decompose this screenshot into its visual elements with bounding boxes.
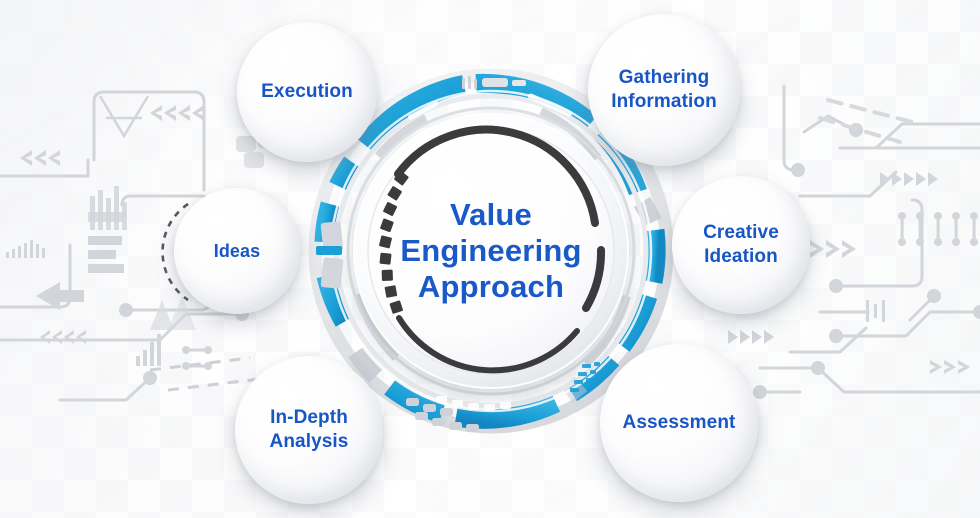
node-bubble-gathering-information[interactable]: Gathering Information [588, 14, 740, 166]
node-label-gathering-information: Gathering Information [611, 67, 717, 112]
node-label-in-depth-analysis: In-Depth Analysis [269, 407, 349, 452]
node-label-ideas: Ideas [213, 240, 261, 261]
node-label-execution: Execution [261, 81, 353, 103]
node-bubble-assessment[interactable]: Assessment [600, 344, 758, 502]
node-bubble-execution[interactable]: Execution [237, 22, 377, 162]
node-label-creative-ideation: Creative Ideation [703, 222, 779, 267]
node-bubble-ideas[interactable]: Ideas [174, 188, 300, 314]
node-bubble-creative-ideation[interactable]: Creative Ideation [672, 176, 810, 314]
node-bubble-in-depth-analysis[interactable]: In-Depth Analysis [235, 356, 383, 504]
node-label-assessment: Assessment [622, 412, 736, 434]
